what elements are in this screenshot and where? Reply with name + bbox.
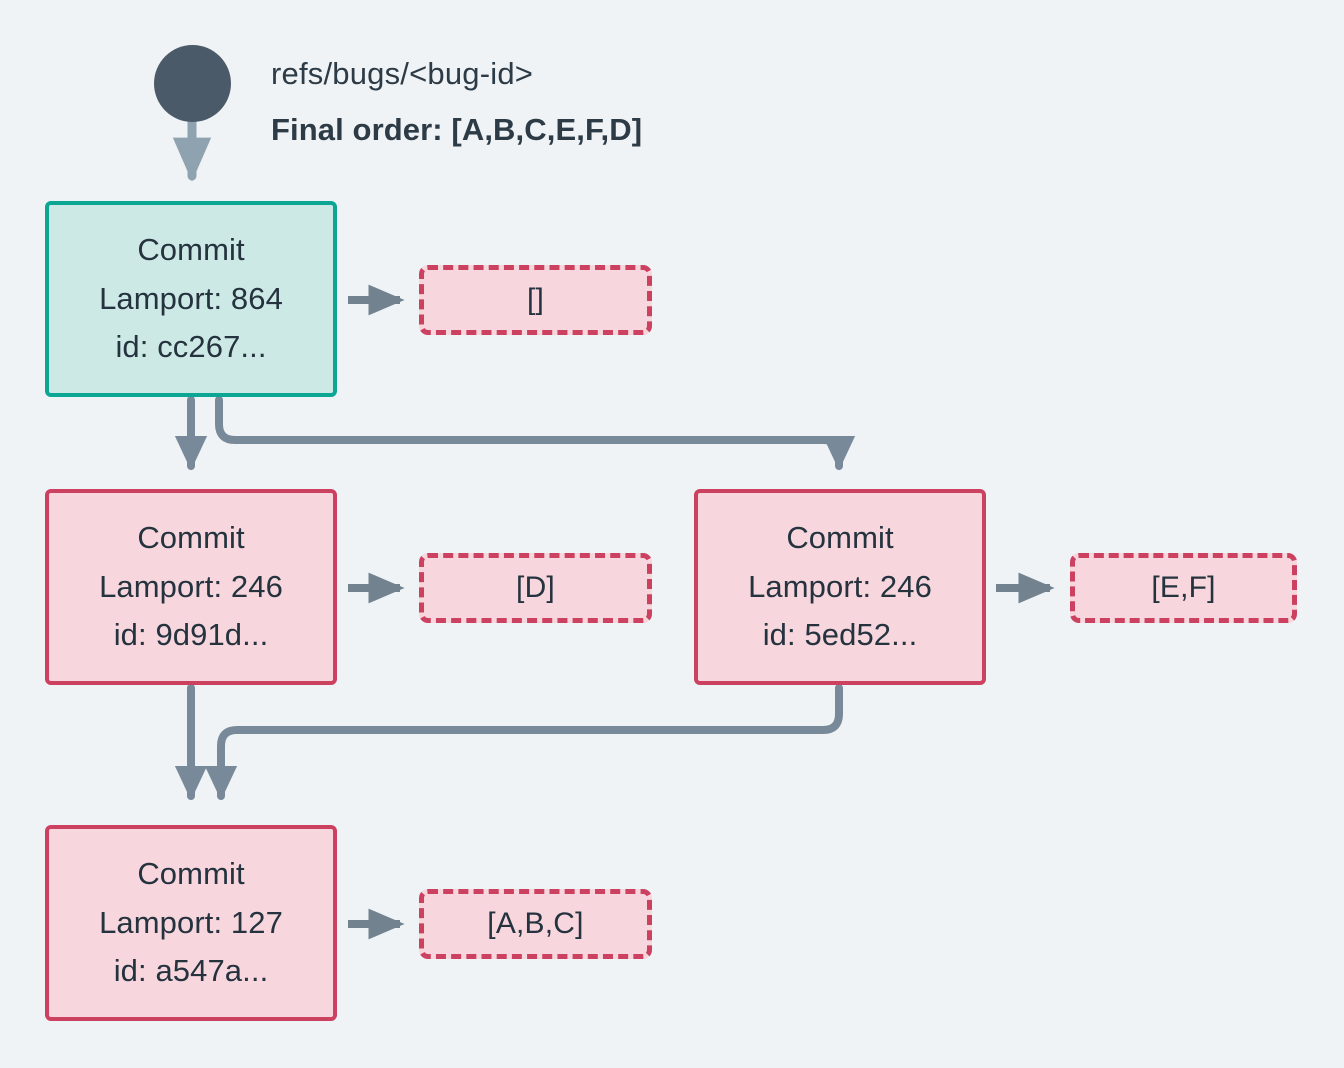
edge-5ed52-to-a547a xyxy=(204,684,843,801)
node-title: Commit xyxy=(137,855,245,891)
edge-cc267-to-5ed52 xyxy=(215,396,856,471)
node-id: id: cc267... xyxy=(115,329,267,365)
node-commit-9d91d[interactable]: Commit Lamport: 246 id: 9d91d... xyxy=(45,489,337,685)
tag-label: [A,B,C] xyxy=(487,907,584,940)
node-title: Commit xyxy=(786,519,894,555)
tag-abc[interactable]: [A,B,C] xyxy=(419,889,652,959)
node-commit-a547a[interactable]: Commit Lamport: 127 id: a547a... xyxy=(45,825,337,1021)
node-lamport: Lamport: 246 xyxy=(99,568,283,604)
tag-label: [] xyxy=(526,283,545,316)
node-id: id: 9d91d... xyxy=(113,617,269,653)
node-id: id: 5ed52... xyxy=(762,617,918,653)
node-lamport: Lamport: 246 xyxy=(748,568,932,604)
node-title: Commit xyxy=(137,231,245,267)
ref-path-label: refs/bugs/<bug-id> xyxy=(271,56,534,91)
ref-head-dot xyxy=(154,45,231,122)
node-commit-cc267[interactable]: Commit Lamport: 864 id: cc267... xyxy=(45,201,337,397)
node-commit-5ed52[interactable]: Commit Lamport: 246 id: 5ed52... xyxy=(694,489,986,685)
tag-label: [E,F] xyxy=(1151,571,1216,604)
tag-ef[interactable]: [E,F] xyxy=(1070,553,1297,623)
final-order-label: Final order: [A,B,C,E,F,D] xyxy=(271,112,643,147)
node-id: id: a547a... xyxy=(113,953,269,989)
tag-label: [D] xyxy=(516,571,555,604)
tag-d[interactable]: [D] xyxy=(419,553,652,623)
tag-empty[interactable]: [] xyxy=(419,265,652,335)
node-title: Commit xyxy=(137,519,245,555)
node-lamport: Lamport: 127 xyxy=(99,904,283,940)
node-lamport: Lamport: 864 xyxy=(99,280,283,316)
